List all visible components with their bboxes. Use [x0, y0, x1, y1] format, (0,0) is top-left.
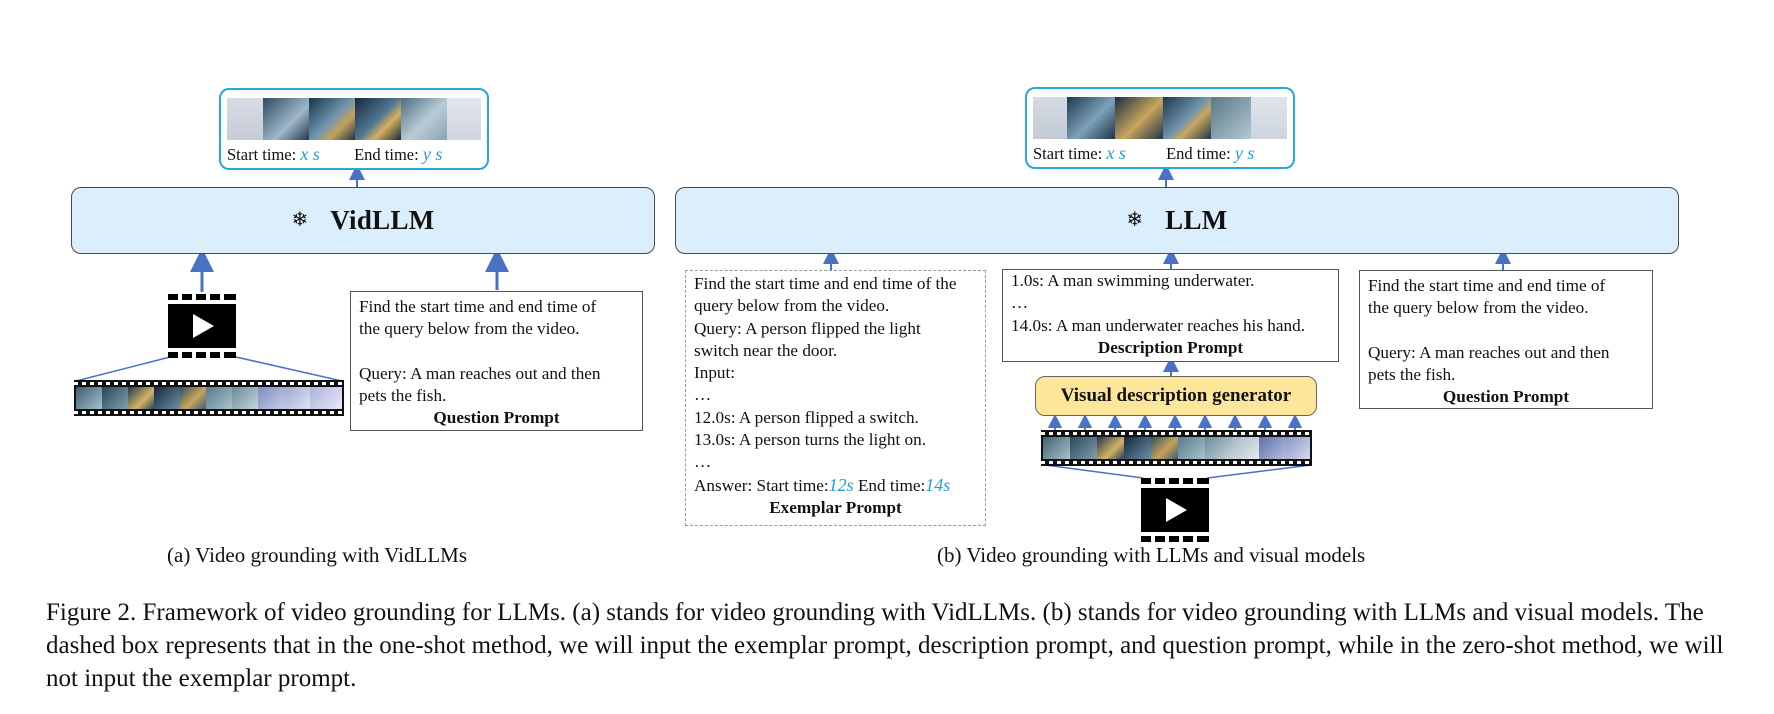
prompt-line: … [1011, 293, 1029, 313]
prompt-line [1368, 320, 1644, 342]
vidllm-box: ❄ VidLLM [71, 187, 655, 254]
answer-prefix: Answer: Start time: [694, 475, 829, 495]
answer-start: 12s [828, 474, 854, 495]
prompt-line: Find the start time and end time of [359, 297, 597, 316]
output-frames [227, 98, 481, 140]
prompt-line: Query: A person flipped the light [694, 318, 921, 338]
frame-thumbnail [401, 98, 447, 140]
exemplar-prompt-title: Exemplar Prompt [769, 497, 902, 517]
llm-output-box: Start time: x s End time: y s [1025, 87, 1295, 169]
question-prompt-title: Question Prompt [433, 408, 560, 428]
llm-output-times: Start time: x s End time: y s [1033, 143, 1287, 164]
video-play-icon [168, 294, 236, 358]
prompt-line: … [694, 452, 712, 472]
prompt-line: Query: A man reaches out and then [1368, 342, 1610, 362]
vidllm-output-times: Start time: x s End time: y s [227, 144, 481, 165]
frame-thumbnail [263, 98, 309, 140]
prompt-line: pets the fish. [359, 385, 447, 405]
question-prompt-left: Find the start time and end time of the … [350, 291, 643, 431]
end-time-label: End time: [354, 145, 419, 164]
subcaption-b: (b) Video grounding with LLMs and visual… [937, 543, 1366, 567]
end-time-var: y s [422, 144, 443, 164]
description-prompt: 1.0s: A man swimming underwater. … 14.0s… [1002, 269, 1339, 362]
description-prompt-title: Description Prompt [1097, 337, 1244, 357]
llm-box: ❄ LLM [675, 187, 1679, 254]
prompt-line: switch near the door. [694, 340, 838, 360]
prompt-line: Query: A man reaches out and then [359, 363, 601, 383]
frame-thumbnail [227, 98, 263, 140]
prompt-line: query below from the video. [694, 296, 890, 316]
start-time-label: Start time: [1033, 144, 1103, 163]
vidllm-output-box: Start time: x s End time: y s [219, 88, 489, 170]
frame-thumbnail [309, 98, 355, 140]
fan-line-right-right [1206, 464, 1312, 479]
prompt-line: Find the start time and end time of [1368, 276, 1606, 295]
fan-line-left [75, 356, 171, 382]
subcaption-a: (a) Video grounding with VidLLMs [167, 543, 468, 567]
frame-thumbnail [447, 98, 481, 140]
end-time-label: End time: [1166, 144, 1231, 163]
prompt-line: 14.0s: A man underwater reaches his hand… [1011, 315, 1306, 335]
question-prompt-title: Question Prompt [1442, 387, 1570, 407]
exemplar-prompt: Find the start time and end time of the … [685, 270, 986, 526]
end-time-var: y s [1234, 143, 1255, 163]
question-prompt-right: Find the start time and end time of the … [1359, 270, 1653, 409]
llm-label: LLM [1165, 205, 1228, 235]
prompt-line: the query below from the video. [1368, 298, 1589, 318]
frame-thumbnail [355, 98, 401, 140]
figure-caption: Figure 2. Framework of video grounding f… [46, 599, 1724, 692]
answer-end: 14s [925, 474, 951, 495]
start-time-label: Start time: [227, 145, 297, 164]
answer-line: Answer: Start time:12s End time:14s [694, 474, 977, 497]
prompt-line: Input: [694, 363, 736, 383]
prompt-line: … [694, 385, 712, 405]
fan-line-right [235, 356, 343, 382]
start-time-var: x s [1106, 143, 1126, 163]
prompt-line [359, 341, 634, 363]
fan-line-right-left [1044, 464, 1144, 479]
prompt-line: 1.0s: A man swimming underwater. [1011, 271, 1255, 290]
video-film-strip [1041, 430, 1312, 466]
start-time-var: x s [300, 144, 320, 164]
prompt-line: 13.0s: A person turns the light on. [694, 430, 927, 450]
prompt-line: the query below from the video. [359, 319, 580, 339]
answer-mid: End time: [853, 475, 926, 495]
snowflake-icon: ❄ [1126, 209, 1144, 231]
video-film-strip [74, 380, 344, 416]
vidllm-label: VidLLM [330, 205, 435, 235]
prompt-line: pets the fish. [1368, 364, 1456, 384]
visual-description-generator: Visual description generator [1035, 376, 1317, 416]
output-frames [1033, 97, 1287, 139]
prompt-line: 12.0s: A person flipped a switch. [694, 407, 919, 427]
prompt-line: Find the start time and end time of the [694, 274, 957, 293]
video-play-icon [1141, 478, 1209, 542]
snowflake-icon: ❄ [291, 209, 309, 231]
